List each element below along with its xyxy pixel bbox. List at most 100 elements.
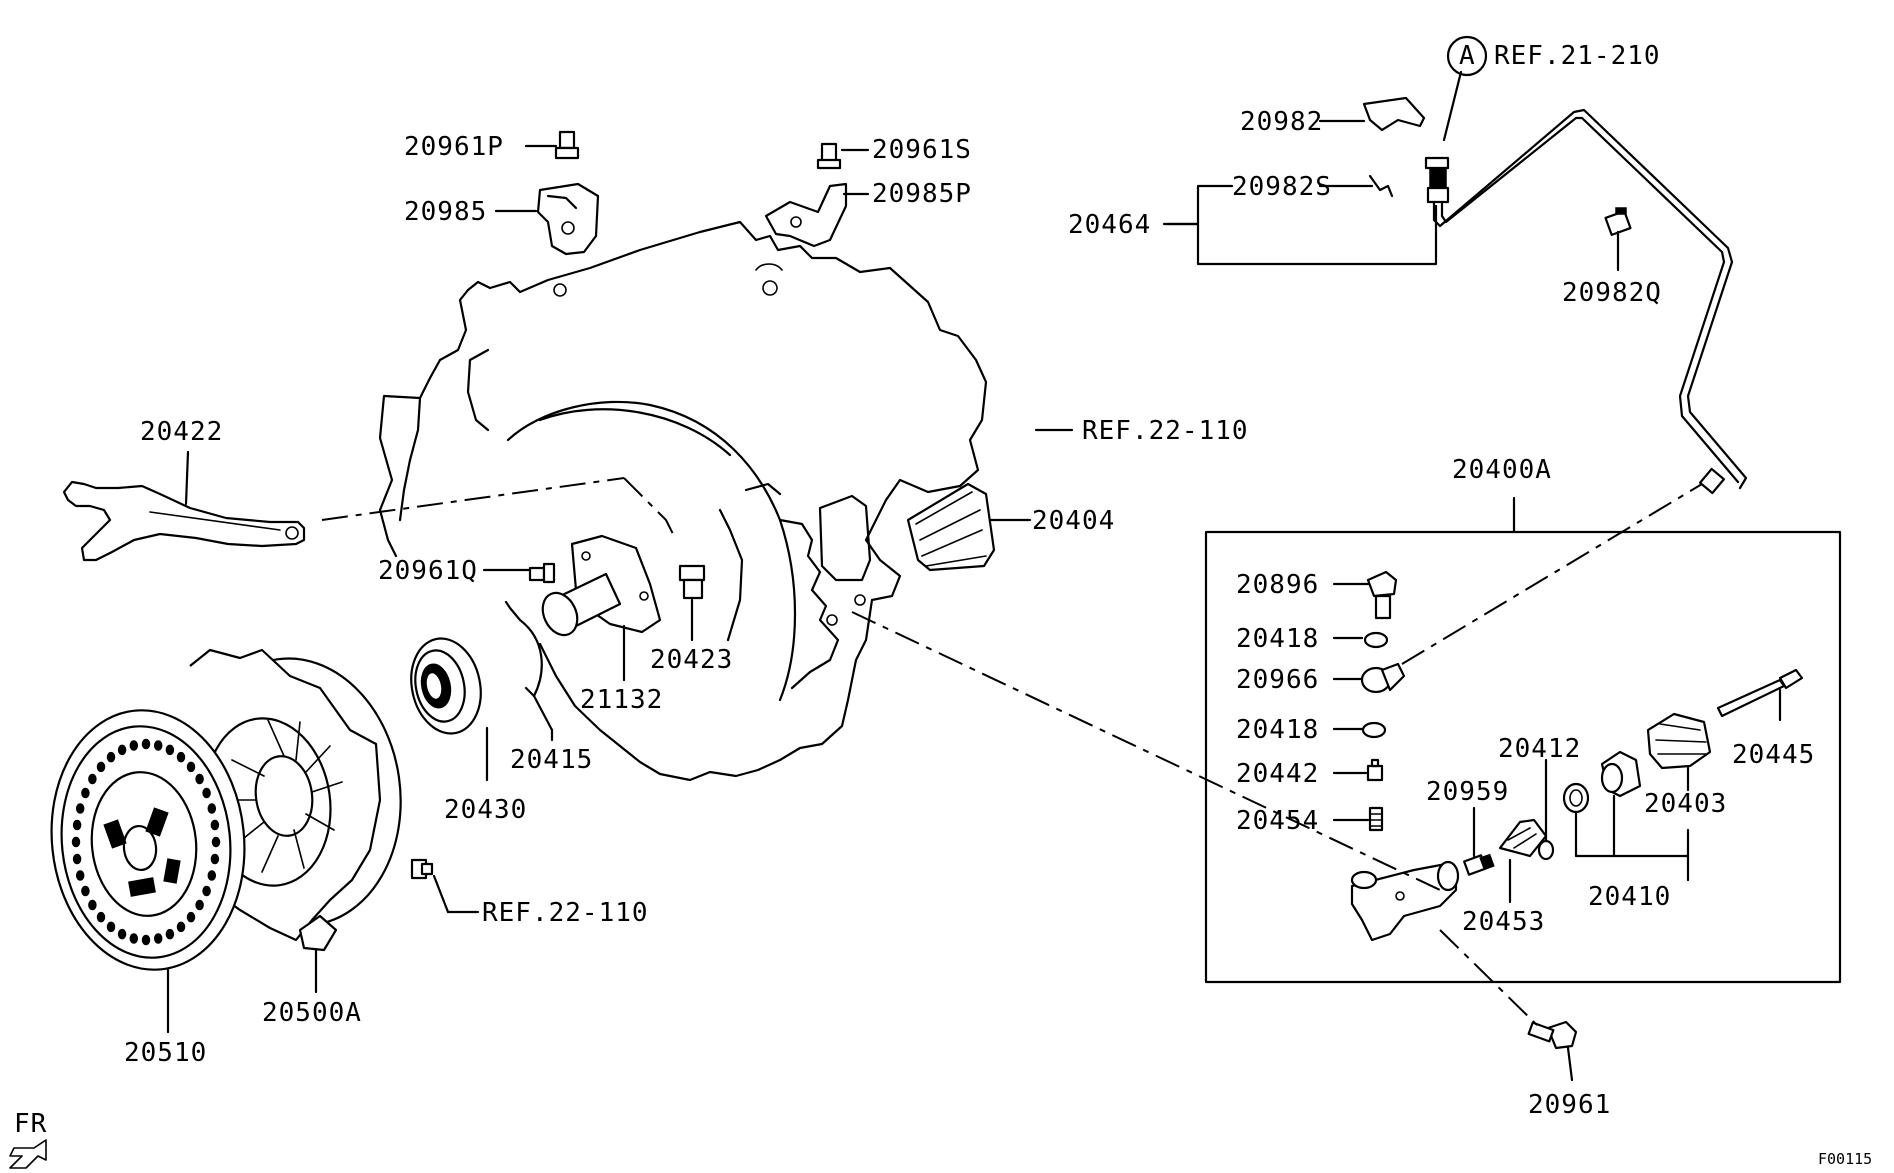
- label-21132: 21132: [580, 685, 663, 715]
- fitting-top: [1424, 156, 1450, 204]
- label-20442: 20442: [1236, 759, 1319, 789]
- label-20418-b: 20418: [1236, 715, 1319, 745]
- alignment-lines: [321, 477, 1703, 1027]
- assembly-box-20400A: [1204, 530, 1842, 984]
- disc-hole: [165, 744, 175, 756]
- bracket-20982Q: [1604, 207, 1632, 236]
- disc-hole: [117, 744, 127, 756]
- label-ref-22-110-bottom: REF.22-110: [482, 898, 649, 928]
- label-fr: FR: [14, 1109, 47, 1139]
- disc-hole: [88, 899, 97, 911]
- figure-code: F00115: [1818, 1150, 1872, 1168]
- reference-circle: [1446, 35, 1488, 77]
- label-20403: 20403: [1644, 789, 1727, 819]
- disc-hole: [195, 899, 204, 911]
- disc-hole: [96, 911, 106, 923]
- clip-20982S: [1368, 174, 1394, 198]
- disc-hole: [71, 836, 81, 848]
- disc-hole: [72, 853, 82, 865]
- transmission-housing: [378, 220, 988, 782]
- label-20982Q: 20982Q: [1562, 278, 1662, 308]
- disc-hole: [72, 819, 82, 831]
- disc-hole: [207, 803, 217, 814]
- bolt-20961S: [816, 142, 842, 170]
- label-20453: 20453: [1462, 907, 1545, 937]
- disc-hole: [129, 740, 139, 751]
- boot-20404: [906, 482, 996, 572]
- label-20510: 20510: [124, 1038, 207, 1068]
- front-direction-arrow: [9, 1139, 47, 1169]
- clip-20415: [504, 600, 543, 698]
- release-fork-20422: [62, 480, 306, 562]
- bracket-20985: [536, 182, 600, 256]
- cap-20412: [1537, 839, 1555, 861]
- disc-hole: [75, 870, 85, 881]
- label-20961S: 20961S: [872, 135, 972, 165]
- leader-lines: [166, 70, 1782, 1082]
- disc-hole: [176, 921, 186, 933]
- pushrod-20445: [1716, 668, 1804, 718]
- seal-ring: [1562, 782, 1590, 814]
- label-ref-21-210: REF.21-210: [1494, 41, 1661, 71]
- label-20896: 20896: [1236, 570, 1319, 600]
- release-cylinder: [1350, 860, 1460, 942]
- label-20959: 20959: [1426, 777, 1509, 807]
- disc-hole: [210, 819, 220, 831]
- nut-20442: [1366, 758, 1384, 782]
- label-20418-a: 20418: [1236, 624, 1319, 654]
- disc-hole: [153, 933, 163, 944]
- label-20423: 20423: [650, 645, 733, 675]
- label-20454: 20454: [1236, 806, 1319, 836]
- part-labels: 20961P 20985 20961S 20985P 20982 20982S …: [14, 41, 1872, 1168]
- label-20422: 20422: [140, 417, 223, 447]
- label-20961: 20961: [1528, 1090, 1611, 1120]
- disc-hole: [195, 773, 204, 785]
- label-ref-22-110-top: REF.22-110: [1082, 416, 1249, 446]
- label-20985P: 20985P: [872, 179, 972, 209]
- washer-20418-a: [1363, 631, 1389, 649]
- clutch-pipe: [1432, 108, 1748, 495]
- disc-hole: [202, 787, 211, 799]
- disc-hole: [106, 921, 116, 933]
- disc-hole: [207, 870, 217, 881]
- bolt-ref-22-110: [410, 858, 434, 880]
- disc-hole: [75, 803, 85, 814]
- disc-hole: [88, 773, 97, 785]
- disc-hole: [81, 885, 90, 897]
- disc-hole: [186, 911, 196, 923]
- disc-hole: [117, 928, 127, 940]
- label-20500A: 20500A: [262, 998, 362, 1028]
- label-20415: 20415: [510, 745, 593, 775]
- bearing-guide-21132: [541, 534, 662, 637]
- label-20404: 20404: [1032, 506, 1115, 536]
- bolt-20961Q: [528, 562, 556, 584]
- label-20982S: 20982S: [1232, 172, 1332, 202]
- disc-hole: [81, 787, 90, 799]
- disc-hole: [96, 761, 106, 773]
- label-20464: 20464: [1068, 210, 1151, 240]
- label-20961P: 20961P: [404, 132, 504, 162]
- pivot-20423: [678, 564, 706, 600]
- disc-hole: [176, 751, 186, 763]
- label-20412: 20412: [1498, 734, 1581, 764]
- boot-20403: [1646, 712, 1712, 770]
- boot-20453: [1498, 818, 1548, 858]
- release-bearing-20430: [410, 637, 482, 735]
- disc-hole: [210, 853, 220, 865]
- disc-hole: [153, 740, 163, 751]
- piston: [1600, 750, 1642, 798]
- reference-circle-letter: A: [1459, 41, 1476, 71]
- label-20400A: 20400A: [1452, 455, 1552, 485]
- washer-20418-b: [1361, 721, 1387, 739]
- bleeder-20959: [1463, 853, 1495, 876]
- disc-hole: [211, 836, 221, 848]
- label-20410: 20410: [1588, 882, 1671, 912]
- disc-hole: [202, 885, 211, 897]
- bolt-20961P: [554, 130, 580, 160]
- clutch-disc-20510: [50, 709, 246, 971]
- spring-20454: [1368, 806, 1384, 832]
- label-20445: 20445: [1732, 740, 1815, 770]
- bolt-20896: [1366, 570, 1398, 620]
- label-20966: 20966: [1236, 665, 1319, 695]
